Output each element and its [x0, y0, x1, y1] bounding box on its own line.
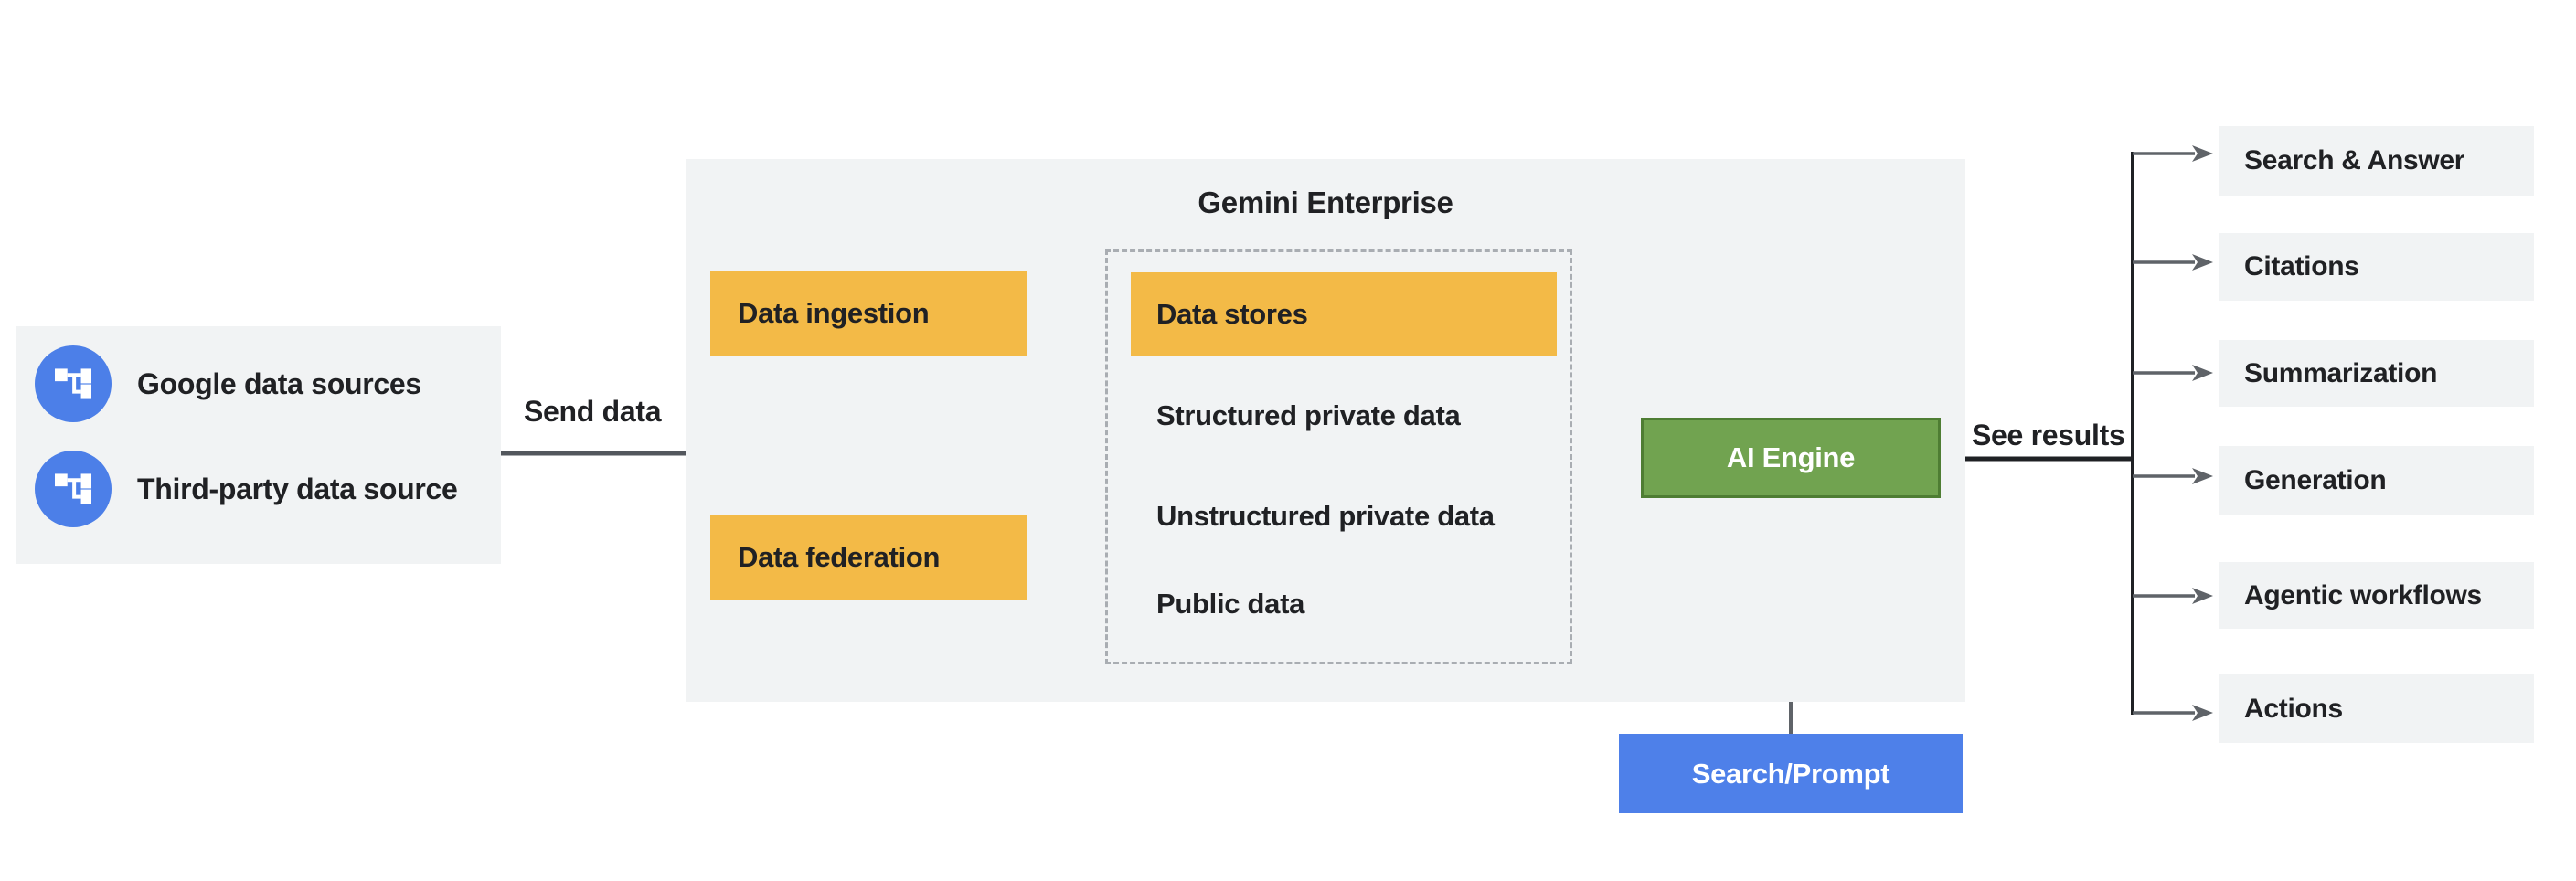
- arrowhead-right-icon: [2192, 588, 2213, 604]
- output-box-generation: Generation: [2219, 446, 2534, 515]
- output-box-summarization: Summarization: [2219, 340, 2534, 407]
- public-data-label: Public data: [1156, 588, 1305, 620]
- data-source-badge: [35, 345, 112, 422]
- source-label: Third-party data source: [137, 472, 458, 505]
- arrowhead-right-icon: [2192, 468, 2213, 484]
- output-box-actions: Actions: [2219, 674, 2534, 743]
- send-data-label: Send data: [524, 395, 662, 428]
- output-box-citations: Citations: [2219, 233, 2534, 301]
- arrowhead-right-icon: [2192, 145, 2213, 162]
- data-federation-label: Data federation: [738, 540, 941, 573]
- output-label: Summarization: [2244, 357, 2438, 388]
- search-prompt-box: Search/Prompt: [1619, 734, 1963, 813]
- output-label: Actions: [2244, 693, 2343, 724]
- output-label: Generation: [2244, 464, 2387, 495]
- arrowhead-right-icon: [2192, 254, 2213, 271]
- data-source-tree-icon: [55, 368, 91, 399]
- data-ingestion-label: Data ingestion: [738, 296, 930, 329]
- data-stores-label: Data stores: [1156, 298, 1308, 330]
- output-box-agentic-workflows: Agentic workflows: [2219, 562, 2534, 629]
- data-stores-panel: [1105, 249, 1572, 664]
- output-label: Search & Answer: [2244, 145, 2465, 175]
- data-stores-box: Data stores: [1131, 272, 1557, 356]
- see-results-label: See results: [1972, 419, 2125, 451]
- data-source-badge: [35, 451, 112, 527]
- output-label: Agentic workflows: [2244, 579, 2482, 610]
- source-row-google: Google data sources: [35, 345, 421, 422]
- search-prompt-label: Search/Prompt: [1691, 757, 1890, 790]
- output-box-search-answer: Search & Answer: [2219, 126, 2534, 196]
- ai-engine-label: AI Engine: [1726, 441, 1856, 473]
- data-ingestion-box: Data ingestion: [710, 271, 1027, 356]
- data-federation-box: Data federation: [710, 515, 1027, 600]
- source-label: Google data sources: [137, 366, 421, 400]
- data-source-tree-icon: [55, 473, 91, 504]
- source-row-third-party: Third-party data source: [35, 451, 458, 527]
- arrowhead-right-icon: [2192, 705, 2213, 721]
- arrowhead-right-icon: [2192, 365, 2213, 381]
- output-label: Citations: [2244, 251, 2359, 281]
- gemini-enterprise-title: Gemini Enterprise: [1198, 186, 1453, 219]
- ai-engine-box: AI Engine: [1641, 418, 1941, 498]
- structured-private-data-label: Structured private data: [1156, 399, 1461, 431]
- unstructured-private-data-label: Unstructured private data: [1156, 500, 1495, 532]
